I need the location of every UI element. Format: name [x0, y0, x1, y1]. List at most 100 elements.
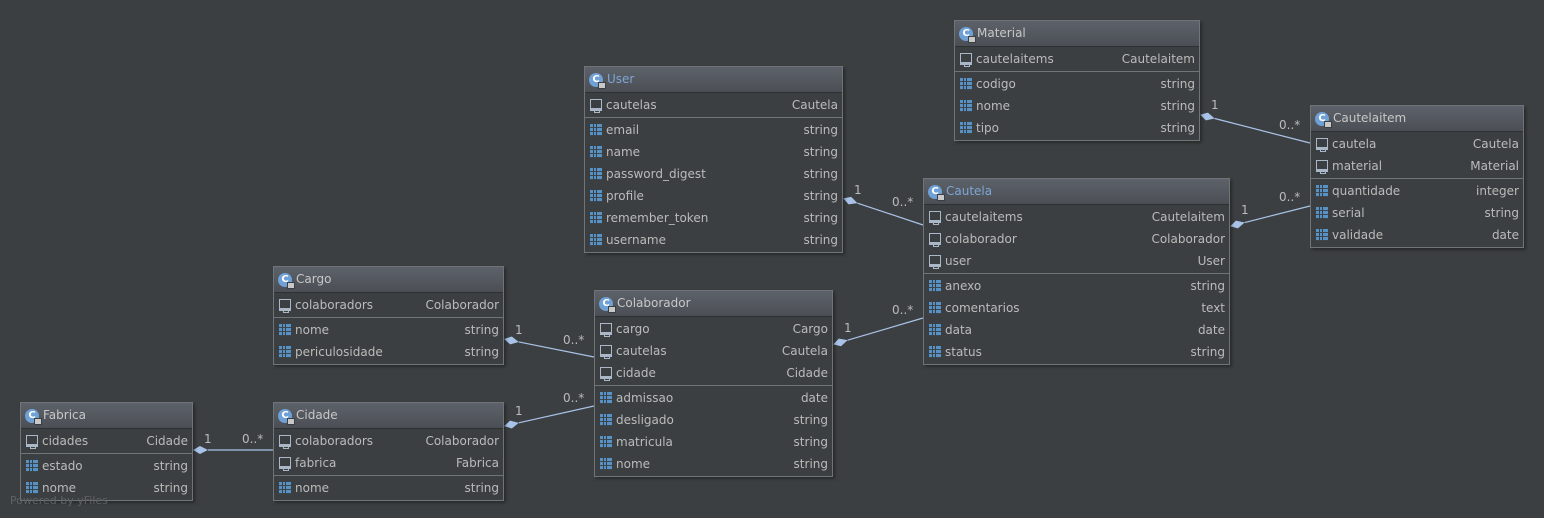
edge-material-cautelaitem[interactable] [1200, 112, 1311, 144]
multiplicity-target-label: 0..* [892, 195, 914, 209]
edge-line [1214, 117, 1311, 144]
relation-name: cargo [616, 322, 650, 336]
field-name: password_digest [606, 167, 706, 181]
field-name: matricula [616, 435, 673, 449]
field-name: status [945, 345, 982, 359]
field-name: remember_token [606, 211, 709, 225]
relation-row[interactable]: cargo Cargo [595, 318, 832, 340]
field-type: string [153, 459, 188, 473]
relation-name: cautelas [606, 98, 657, 112]
edge-fabrica-cidade[interactable] [193, 446, 273, 454]
edge-user-cautela[interactable] [843, 196, 924, 226]
class-title: Fabrica [43, 408, 86, 422]
relation-type: Cargo [792, 322, 828, 336]
relation-row[interactable]: colaboradors Colaborador [274, 294, 503, 316]
relation-type: User [1197, 254, 1225, 268]
relation-name: colaboradors [295, 298, 374, 312]
field-name: nome [976, 99, 1011, 113]
field-type: string [464, 323, 499, 337]
edge-line [857, 202, 924, 226]
class-icon: C [589, 72, 606, 89]
edge-cargo-colaborador[interactable] [504, 336, 595, 358]
composition-diamond-icon [843, 196, 858, 205]
field-icon [279, 324, 291, 336]
multiplicity-source-label: 1 [1241, 203, 1249, 217]
class-icon: C [959, 26, 976, 43]
watermark: Powered by yFiles [10, 494, 108, 507]
field-icon [590, 234, 602, 246]
composition-diamond-icon [504, 336, 519, 345]
field-row[interactable]: nome string [955, 95, 1199, 117]
field-type: string [1160, 99, 1195, 113]
edge-colaborador-cautela[interactable] [833, 317, 924, 347]
class-icon: C [599, 296, 616, 313]
field-type: string [1190, 345, 1225, 359]
edge-cautela-cautelaitem[interactable] [1230, 205, 1311, 229]
edge-cidade-colaborador[interactable] [504, 405, 595, 429]
association-icon [600, 367, 612, 381]
edge-line [518, 405, 595, 424]
relation-type: Colaborador [425, 298, 499, 312]
field-icon [929, 346, 941, 358]
field-name: nome [295, 481, 330, 495]
composition-diamond-icon [1230, 220, 1245, 229]
field-icon [26, 482, 38, 494]
field-row[interactable]: status string [924, 341, 1229, 363]
